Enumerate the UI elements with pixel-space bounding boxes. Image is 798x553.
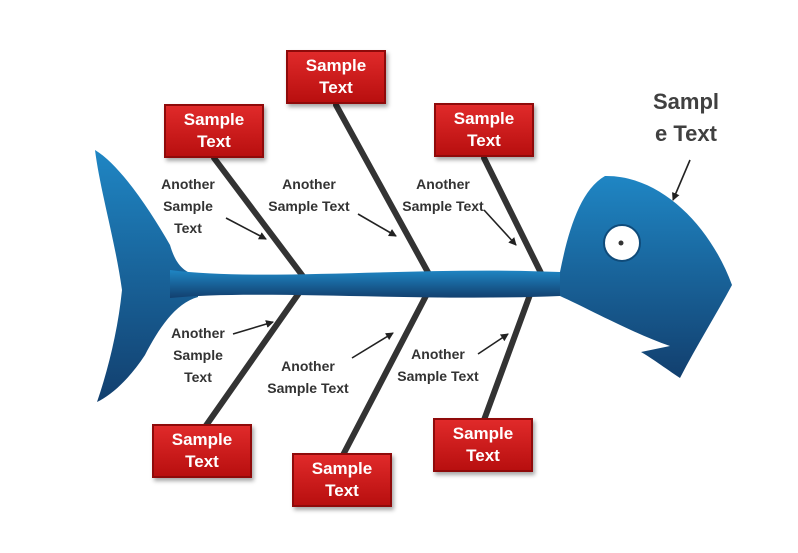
arrow-bottom-2	[351, 332, 394, 359]
subcause-label-top-2: Another Sample Text	[268, 176, 350, 214]
cause-box-bottom-2: Sample Text	[292, 453, 392, 507]
arrows	[225, 159, 691, 359]
cause-box-top-1: Sample Text	[164, 104, 264, 158]
bone-bottom-1	[202, 290, 302, 430]
bone-top-2	[333, 102, 433, 279]
arrow-top-2	[357, 213, 397, 237]
cause-box-bottom-3: Sample Text	[433, 418, 533, 472]
bone-top-1	[211, 155, 308, 282]
fish-spine	[170, 270, 560, 298]
subcause-label-top-3: Another Sample Text	[402, 176, 484, 214]
cause-box-bottom-1: Sample Text	[152, 424, 252, 478]
problem-label: Sampl e Text	[652, 89, 720, 146]
bone-bottom-3	[481, 289, 534, 423]
subcause-label-bottom-1: Another Sample Text	[171, 325, 225, 385]
bone-bottom-2	[340, 289, 431, 458]
cause-box-top-2: Sample Text	[286, 50, 386, 104]
fish-head	[560, 175, 732, 378]
bone-top-3	[481, 155, 544, 276]
arrow-bottom-3	[477, 333, 509, 355]
fish-pupil	[618, 240, 624, 246]
fish-tail	[95, 150, 198, 402]
subcause-label-top-1: Another Sample Text	[161, 176, 215, 236]
arrow-bottom-1	[232, 320, 274, 335]
arrow-head-label	[672, 159, 691, 201]
arrow-top-3	[483, 209, 517, 246]
subcause-label-bottom-3: Another Sample Text	[397, 346, 479, 384]
subcause-label-bottom-2: Another Sample Text	[267, 358, 349, 396]
bones	[202, 102, 544, 458]
cause-box-top-3: Sample Text	[434, 103, 534, 157]
arrow-top-1	[225, 217, 267, 240]
